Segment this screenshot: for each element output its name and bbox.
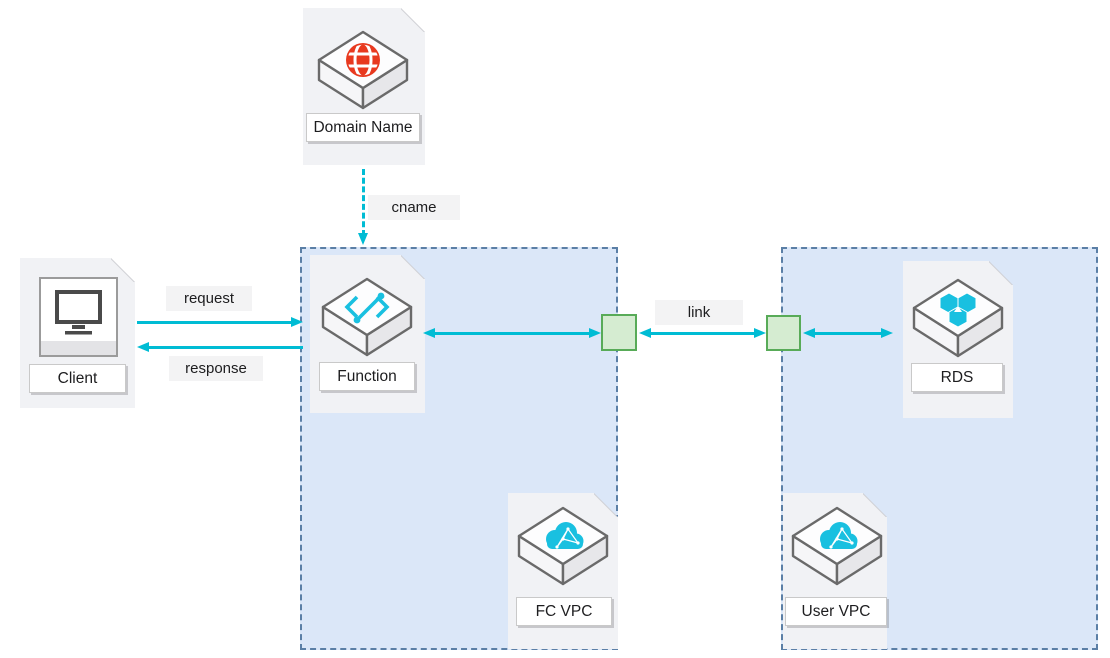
rds-icon: [912, 278, 1004, 358]
cname-edge-label: cname: [368, 195, 460, 220]
cloud-icon: [517, 506, 609, 586]
eni-endpoint-left: [601, 314, 637, 351]
function-label: Function: [319, 362, 415, 391]
cloud-icon: [791, 506, 883, 586]
eni-endpoint-right: [766, 315, 801, 351]
eni-rds-connector: [803, 328, 893, 339]
rds-label: RDS: [911, 363, 1003, 392]
function-eni-connector: [423, 328, 601, 339]
globe-icon: [317, 30, 409, 110]
fc-vpc-label: FC VPC: [516, 597, 612, 626]
domain-name-label: Domain Name: [306, 113, 420, 142]
request-connector: [137, 317, 303, 328]
link-connector: [639, 328, 766, 339]
monitor-icon: [39, 277, 118, 357]
request-edge-label: request: [166, 286, 252, 311]
response-edge-label: response: [169, 356, 263, 381]
client-label: Client: [29, 364, 126, 393]
link-edge-label: link: [655, 300, 743, 325]
user-vpc-label: User VPC: [785, 597, 887, 626]
function-icon: [321, 277, 413, 357]
response-connector: [137, 342, 303, 353]
cname-connector: [357, 169, 369, 245]
